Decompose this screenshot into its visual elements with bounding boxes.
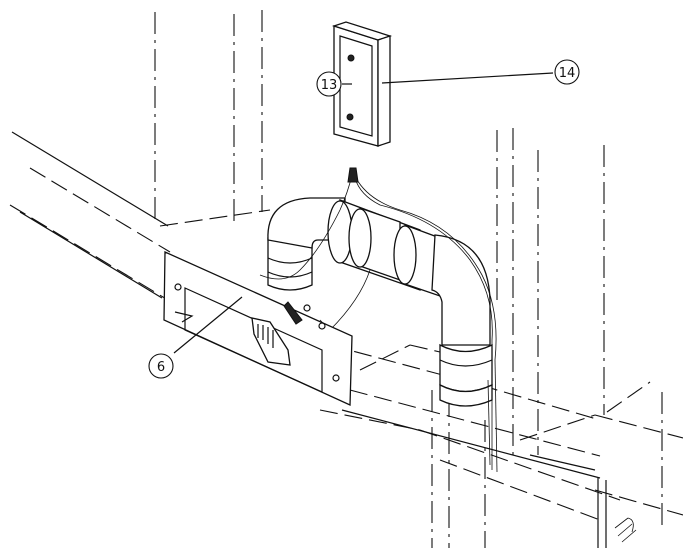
wall-outline [154, 10, 605, 548]
pipe-assembly [267, 197, 493, 407]
callout-13-label: 13 [321, 78, 338, 93]
callout-6-label: 6 [157, 360, 165, 375]
wiring [259, 167, 498, 473]
mounting-bracket [163, 251, 353, 406]
callout-14: 14 [554, 59, 580, 85]
panel-box [331, 21, 393, 147]
leader-lines [173, 72, 554, 354]
wire-clip [614, 517, 637, 543]
callout-6: 6 [148, 353, 174, 379]
callout-14-label: 14 [559, 66, 576, 81]
callout-13: 13 [316, 71, 342, 97]
